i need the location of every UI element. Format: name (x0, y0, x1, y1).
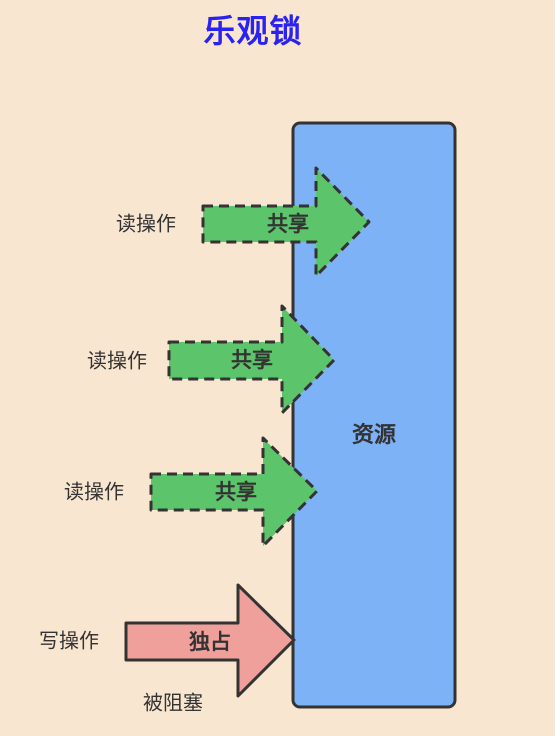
read-op-1-label: 读操作 (116, 212, 176, 236)
diagram-title: 乐观锁 (203, 12, 303, 50)
resource-label: 资源 (352, 423, 396, 448)
read-arrow-2-label: 共享 (231, 348, 273, 372)
write-arrow (124, 583, 296, 698)
read-arrow-3 (149, 436, 319, 548)
resource-block (291, 121, 457, 709)
read-arrow-1-label: 共享 (267, 212, 309, 236)
write-arrow-label: 独占 (189, 630, 231, 654)
write-op-label: 写操作 (39, 629, 99, 653)
read-op-3-label: 读操作 (64, 480, 124, 504)
read-arrow-2 (167, 304, 336, 415)
blocked-note: 被阻塞 (143, 691, 203, 715)
read-op-2-label: 读操作 (87, 349, 147, 373)
read-arrow-1 (201, 166, 371, 278)
read-arrow-3-label: 共享 (215, 480, 257, 504)
